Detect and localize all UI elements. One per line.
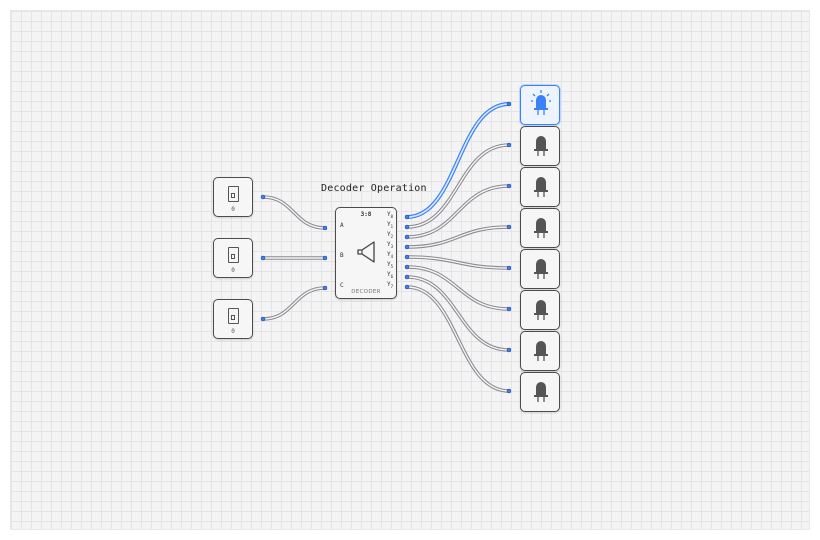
- led-output-6[interactable]: [520, 331, 560, 371]
- led-output-4[interactable]: [520, 249, 560, 289]
- input-wire-0[interactable]: [261, 195, 327, 230]
- decoder-input-label-c: C: [340, 282, 344, 289]
- decoder-output-label-y7: Y7: [386, 281, 393, 290]
- decoder-output-pin[interactable]: [404, 274, 410, 280]
- output-wire-2[interactable]: [405, 184, 511, 239]
- led-icon: [534, 341, 548, 361]
- decoder-input-label-b: B: [340, 252, 344, 259]
- switch-state-label: 0: [231, 206, 235, 213]
- switch-state-label: 0: [231, 267, 235, 274]
- led-icon: [534, 259, 548, 279]
- decoder-output-pin[interactable]: [404, 234, 410, 240]
- switch-output-pin[interactable]: [260, 255, 266, 261]
- led-lit-icon: [531, 90, 551, 115]
- toggle-switch-icon: [228, 247, 239, 263]
- switch-b[interactable]: 0: [213, 238, 253, 278]
- output-wire-1[interactable]: [405, 143, 511, 229]
- led-icon: [534, 177, 548, 197]
- led-output-5[interactable]: [520, 290, 560, 330]
- led-icon: [534, 300, 548, 320]
- decoder-output-pin[interactable]: [404, 264, 410, 270]
- switch-c[interactable]: 0: [213, 299, 253, 339]
- diagram-title: Decoder Operation: [321, 183, 427, 194]
- led-output-0[interactable]: [520, 85, 560, 125]
- decoder-output-pin[interactable]: [404, 254, 410, 260]
- output-wire-0[interactable]: [405, 102, 511, 219]
- decoder-footer-label: DECODER: [351, 289, 381, 295]
- output-wire-4[interactable]: [405, 255, 511, 270]
- output-wire-6[interactable]: [405, 275, 511, 352]
- decoder-input-label-a: A: [340, 222, 344, 229]
- decoder-input-pin[interactable]: [322, 255, 328, 261]
- decoder-output-label-y6: Y6: [386, 271, 393, 280]
- led-icon: [534, 218, 548, 238]
- switch-output-pin[interactable]: [260, 194, 266, 200]
- decoder-output-label-y1: Y1: [386, 221, 393, 230]
- decoder-output-pin[interactable]: [404, 214, 410, 220]
- switch-a[interactable]: 0: [213, 177, 253, 217]
- decoder-output-pin[interactable]: [404, 224, 410, 230]
- decoder-type-label: 3:8: [360, 211, 372, 218]
- decoder-input-pin[interactable]: [322, 285, 328, 291]
- decoder-output-label-y3: Y3: [386, 241, 393, 250]
- led-output-7[interactable]: [520, 372, 560, 412]
- decoder-output-pin[interactable]: [404, 284, 410, 290]
- led-icon: [534, 382, 548, 402]
- decoder-input-pin[interactable]: [322, 225, 328, 231]
- output-wire-7[interactable]: [405, 285, 511, 393]
- switch-state-label: 0: [231, 328, 235, 335]
- led-input-pin[interactable]: [506, 224, 512, 230]
- wire-layer: [260, 101, 512, 394]
- decoder-output-label-y5: Y5: [386, 261, 393, 270]
- output-wire-5[interactable]: [405, 265, 511, 311]
- led-output-1[interactable]: [520, 126, 560, 166]
- decoder-symbol-icon: [357, 241, 375, 263]
- led-input-pin[interactable]: [506, 347, 512, 353]
- led-input-pin[interactable]: [506, 388, 512, 394]
- led-output-2[interactable]: [520, 167, 560, 207]
- led-input-pin[interactable]: [506, 142, 512, 148]
- switch-output-pin[interactable]: [260, 316, 266, 322]
- output-wire-3[interactable]: [405, 225, 511, 249]
- led-input-pin[interactable]: [506, 101, 512, 107]
- toggle-switch-icon: [228, 308, 239, 324]
- decoder-output-label-y2: Y2: [386, 231, 393, 240]
- led-input-pin[interactable]: [506, 183, 512, 189]
- decoder-output-label-y0: Y0: [386, 211, 393, 220]
- decoder-output-label-y4: Y4: [386, 251, 393, 260]
- led-output-3[interactable]: [520, 208, 560, 248]
- led-input-pin[interactable]: [506, 265, 512, 271]
- decoder-output-pin[interactable]: [404, 244, 410, 250]
- toggle-switch-icon: [228, 186, 239, 202]
- circuit-canvas[interactable]: Decoder Operation 0 0 0 3:8 A B C Y0 Y1 …: [10, 10, 810, 530]
- decoder-block[interactable]: 3:8 A B C Y0 Y1 Y2 Y3 Y4 Y5 Y6 Y7 DECODE…: [335, 207, 397, 299]
- led-input-pin[interactable]: [506, 306, 512, 312]
- input-wire-2[interactable]: [261, 286, 327, 321]
- led-icon: [534, 136, 548, 156]
